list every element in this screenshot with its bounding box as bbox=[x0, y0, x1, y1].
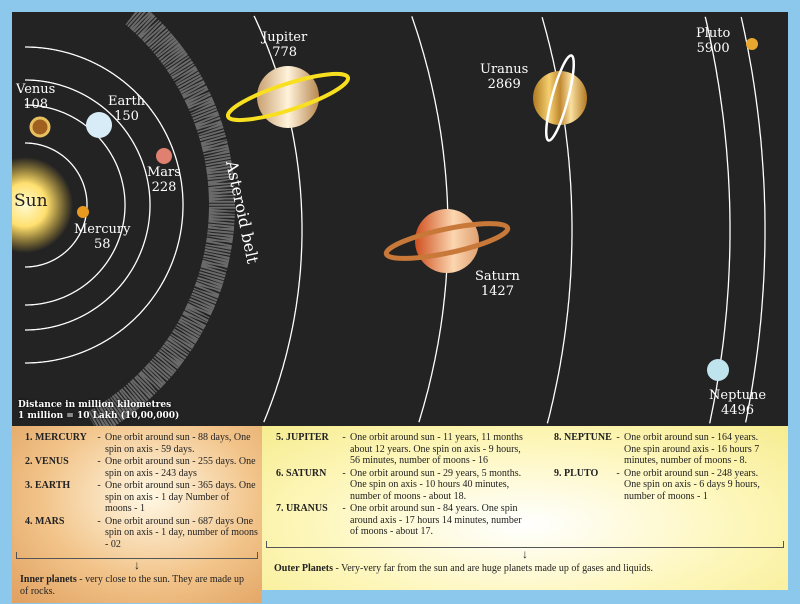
planet-row: 5. JUPITER-One orbit around sun - 11 yea… bbox=[276, 432, 526, 467]
saturn-ring bbox=[383, 221, 511, 261]
planet-name: 2. VENUS bbox=[25, 456, 69, 467]
pluto-distance: 5900 bbox=[696, 41, 730, 56]
outer-planets-panel: 5. JUPITER-One orbit around sun - 11 yea… bbox=[262, 426, 788, 590]
planet-info: One orbit around sun - 11 years, 11 mont… bbox=[350, 432, 523, 466]
down-arrow-icon: ↓ bbox=[522, 546, 528, 561]
note-line-1: Distance in million kilometres bbox=[18, 400, 172, 410]
planet-row: 3. EARTH-One orbit around sun - 365 days… bbox=[25, 480, 258, 515]
planet-uranus bbox=[533, 71, 587, 125]
saturn-distance: 1427 bbox=[480, 284, 514, 299]
planet-venus bbox=[29, 116, 51, 138]
planet-name: 6. SATURN bbox=[276, 467, 327, 479]
outer-summary: Outer Planets - Very-very far from the s… bbox=[266, 561, 784, 575]
summary-text: - Very-very far from the sun and are hug… bbox=[332, 562, 653, 574]
planet-info: One orbit around sun - 248 years. One sp… bbox=[624, 467, 760, 502]
jupiter-distance: 778 bbox=[272, 45, 298, 60]
planet-row: 2. VENUS-One orbit around sun - 255 days… bbox=[25, 456, 258, 479]
planet-earth bbox=[86, 112, 112, 138]
planet-row: 1. MERCURY-One orbit around sun - 88 day… bbox=[25, 432, 258, 455]
planet-row: 4. MARS-One orbit around sun - 687 days … bbox=[25, 515, 258, 550]
planet-row: 6. SATURN-One orbit around sun - 29 year… bbox=[276, 468, 526, 503]
uranus-distance: 2869 bbox=[487, 77, 521, 92]
planet-name: 9. PLUTO bbox=[554, 467, 599, 479]
summary-title: Inner planets bbox=[20, 574, 77, 585]
summary-title: Outer Planets bbox=[274, 562, 333, 574]
asteroid-belt bbox=[86, 12, 235, 426]
planet-info: One orbit around sun - 29 years, 5 month… bbox=[350, 467, 522, 502]
earth-name: Earth bbox=[108, 94, 146, 109]
earth-distance: 150 bbox=[114, 109, 139, 124]
planet-info: One orbit around sun - 687 days One spin… bbox=[105, 515, 258, 550]
venus-name: Venus bbox=[16, 82, 56, 97]
bracket bbox=[16, 552, 258, 559]
planet-mercury bbox=[77, 206, 89, 218]
planet-info: One orbit around sun - 365 days. One spi… bbox=[105, 480, 256, 514]
planet-mars bbox=[156, 148, 172, 164]
orbit-pluto bbox=[740, 16, 766, 423]
planet-info: One orbit around sun - 88 days, One spin… bbox=[105, 432, 251, 455]
planet-neptune bbox=[707, 359, 729, 381]
sun bbox=[12, 157, 73, 253]
bracket bbox=[266, 540, 784, 548]
orbit-neptune bbox=[704, 16, 731, 424]
pluto-name: Pluto bbox=[696, 26, 731, 41]
orbit-venus bbox=[25, 104, 126, 306]
planet-name: 3. EARTH bbox=[25, 480, 71, 491]
neptune-name: Neptune bbox=[709, 388, 767, 403]
planet-name: 1. MERCURY bbox=[25, 432, 87, 443]
planet-info: One orbit around sun - 84 years. One spi… bbox=[350, 503, 522, 537]
planet-saturn bbox=[415, 209, 479, 273]
sun-label: Sun bbox=[14, 191, 48, 211]
neptune-distance: 4496 bbox=[720, 403, 755, 418]
uranus-name: Uranus bbox=[480, 62, 529, 77]
jupiter-ring bbox=[225, 71, 351, 123]
orbits: Asteroid belt bbox=[12, 12, 766, 426]
note-line-2: 1 million = 10 Lakh (10,00,000) bbox=[18, 411, 180, 421]
planet-name: 8. NEPTUNE bbox=[554, 432, 612, 443]
planet-jupiter bbox=[257, 66, 319, 128]
summary-text: - very close to the sun. They are made u… bbox=[20, 574, 245, 597]
orbit-earth bbox=[25, 79, 151, 331]
planet-name: 5. JUPITER bbox=[276, 432, 329, 443]
mars-name: Mars bbox=[147, 165, 181, 180]
planet-info: One orbit around sun - 255 days. One spi… bbox=[105, 456, 256, 479]
orbit-mars bbox=[25, 46, 184, 364]
planet-row: 7. URANUS-One orbit around sun - 84 year… bbox=[276, 503, 526, 538]
uranus-ring bbox=[544, 54, 576, 142]
mercury-distance: 58 bbox=[93, 237, 111, 252]
planet-pluto bbox=[746, 38, 758, 50]
planet-name: 4. MARS bbox=[25, 515, 65, 527]
mercury-name: Mercury bbox=[74, 222, 131, 237]
planet-row: 8. NEPTUNE-One orbit around sun - 164 ye… bbox=[554, 432, 768, 467]
jupiter-name: Jupiter bbox=[262, 30, 308, 45]
orbit-mercury bbox=[25, 142, 88, 268]
inner-planets-panel: 1. MERCURY-One orbit around sun - 88 day… bbox=[12, 426, 262, 603]
mars-distance: 228 bbox=[151, 180, 177, 195]
planet-row: 9. PLUTO-One orbit around sun - 248 year… bbox=[554, 468, 768, 503]
asteroid-belt-label: Asteroid belt bbox=[222, 158, 263, 266]
planet-info: One orbit around sun - 164 years. One sp… bbox=[624, 432, 760, 466]
down-arrow-icon: ↓ bbox=[134, 558, 140, 572]
planet-name: 7. URANUS bbox=[276, 503, 328, 514]
inner-summary: Inner planets - very close to the sun. T… bbox=[16, 572, 258, 597]
saturn-name: Saturn bbox=[475, 269, 520, 284]
venus-distance: 108 bbox=[23, 97, 49, 112]
